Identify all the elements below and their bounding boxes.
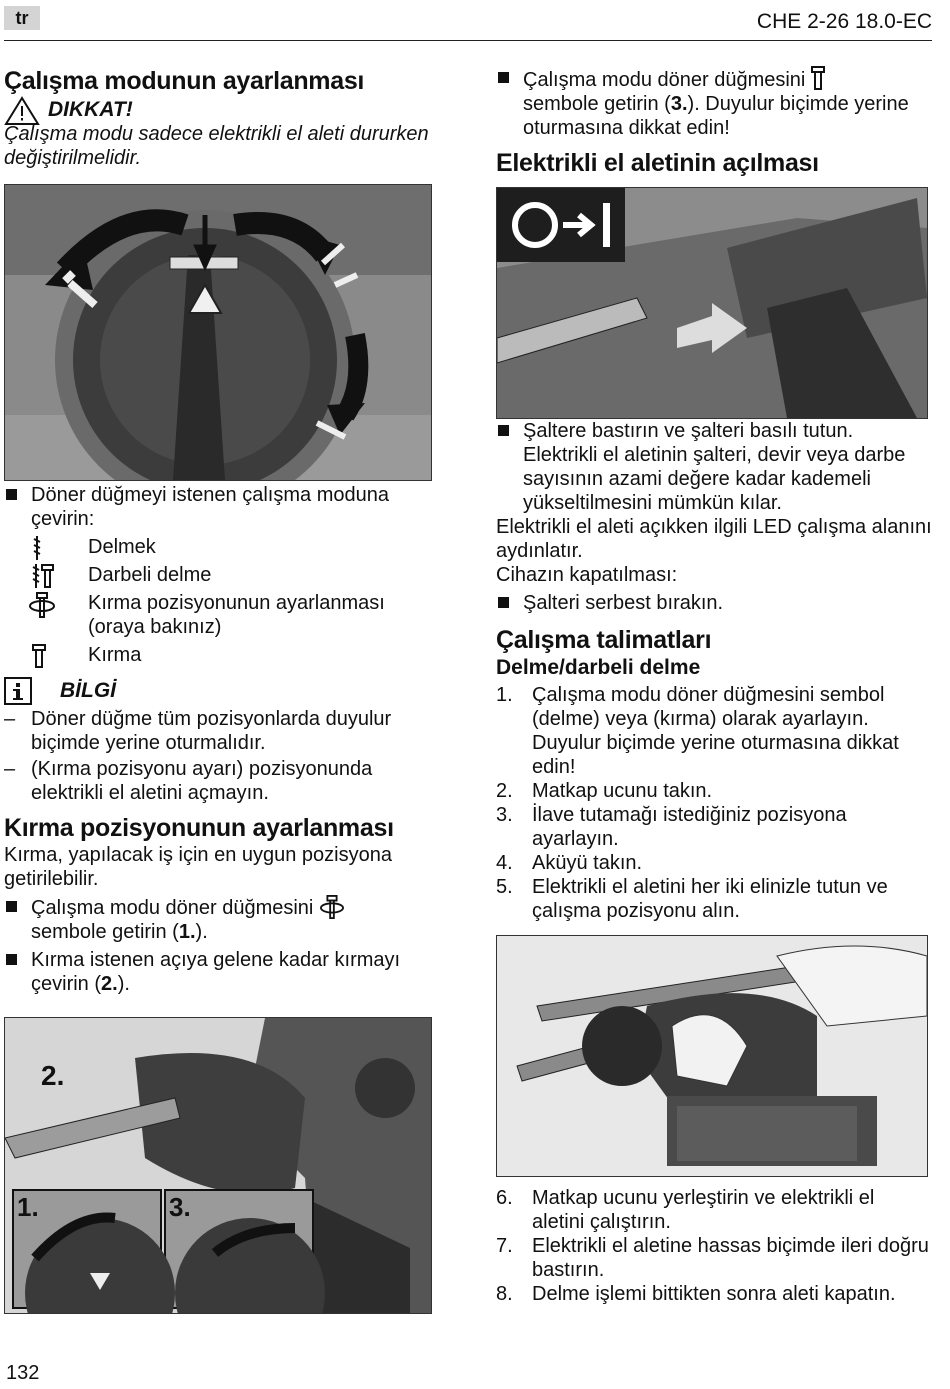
chisel-icon — [810, 66, 825, 90]
chisel-adjust-image: 2. 1. 3. — [4, 1017, 432, 1314]
switch-on-step: Şaltere bastırın ve şalteri basılı tutun… — [496, 419, 932, 515]
led-note: Elektrikli el aleti açıkken ilgili LED ç… — [496, 516, 932, 562]
figure-step-label: 2. — [41, 1060, 65, 1091]
section-title-instructions: Çalışma talimatları — [496, 626, 712, 654]
chisel-intro: Kırma, yapılacak iş için en uygun pozisy… — [4, 844, 392, 890]
mode-dial-image — [4, 184, 432, 481]
warning-heading: DIKKAT! — [4, 96, 444, 125]
working-position-image — [496, 935, 928, 1177]
right-column-bottom: 6. Matkap ucunu yerleştirin ve elektrikl… — [496, 1186, 932, 1306]
info-item: (Kırma pozisyonu ayarı) pozisyonunda ele… — [4, 757, 444, 805]
section-title-chisel: Kırma pozisyonunun ayarlanması — [4, 814, 394, 842]
instruction-step: 1. Çalışma modu döner düğmesini sembol (… — [496, 684, 899, 778]
warning-label: DIKKAT! — [48, 98, 133, 121]
warning-text: Çalışma modu sadece elektrikli el aleti … — [4, 123, 429, 169]
section-title-mode: Çalışma modunun ayarlanması — [4, 67, 365, 95]
warning-icon — [4, 96, 40, 126]
right-column-lower: Şaltere bastırın ve şalteri basılı tutun… — [496, 419, 932, 923]
instruction-step: 3. İlave tutamağı istediğiniz pozisyona … — [496, 804, 847, 850]
info-icon — [4, 677, 32, 705]
mode-list-item: Darbeli delme — [4, 563, 444, 588]
page-number: 132 — [6, 1362, 40, 1384]
header-rule — [4, 40, 932, 41]
instruction-step: 5. Elektrikli el aletini her iki elinizl… — [496, 876, 888, 922]
figure-step-label: 1. — [17, 1192, 39, 1222]
chisel-icon — [32, 644, 46, 668]
mode-list-item: Kırma — [4, 643, 444, 668]
chisel-step: Kırma istenen açıya gelene kadar kırmayı… — [4, 948, 444, 996]
chisel-adjust-icon — [319, 895, 345, 919]
subsection-title-drilling: Delme/darbeli delme — [496, 656, 701, 679]
chisel-step: Çalışma modu döner düğmesini sembole get… — [4, 895, 444, 944]
left-column-lower: Döner düğmeyi istenen çalışma moduna çev… — [4, 483, 444, 996]
info-heading: BİLGİ — [4, 677, 444, 707]
figure-step-label: 3. — [169, 1192, 191, 1222]
instruction-step: 6. Matkap ucunu yerleştirin ve elektrikl… — [496, 1187, 875, 1233]
drill-icon — [32, 536, 42, 560]
mode-list-item: Delmek — [4, 535, 444, 560]
info-label: BİLGİ — [60, 679, 116, 702]
switch-off-step: Şalteri serbest bırakın. — [496, 591, 932, 615]
mode-confirm-step: Çalışma modu döner düğmesini sembole get… — [496, 66, 932, 140]
switch-off-label: Cihazın kapatılması: — [496, 564, 678, 586]
instruction-step: 2. Matkap ucunu takın. — [496, 780, 713, 802]
section-title-switch-on: Elektrikli el aletinin açılması — [496, 149, 819, 177]
switch-on-image — [496, 187, 928, 419]
instruction-step: 7. Elektrikli el aletine hassas biçimde … — [496, 1235, 929, 1281]
left-column: Çalışma modunun ayarlanması DIKKAT! Çalı… — [4, 66, 444, 170]
chisel-adjust-icon — [28, 592, 56, 618]
language-tag: tr — [4, 6, 40, 30]
mode-list-item: Kırma pozisyonunun ayarlanması (oraya ba… — [4, 591, 444, 639]
instruction-step: 4. Aküyü takın. — [496, 852, 643, 874]
hammer-drill-icon — [32, 564, 54, 588]
right-column: Çalışma modu döner düğmesini sembole get… — [496, 66, 932, 178]
model-name: CHE 2-26 18.0-EC — [756, 10, 932, 33]
instruction-step: 8. Delme işlemi bittikten sonra aleti ka… — [496, 1283, 896, 1305]
info-item: Döner düğme tüm pozisyonlarda duyulur bi… — [4, 707, 444, 755]
mode-select-instruction: Döner düğmeyi istenen çalışma moduna çev… — [4, 483, 444, 531]
